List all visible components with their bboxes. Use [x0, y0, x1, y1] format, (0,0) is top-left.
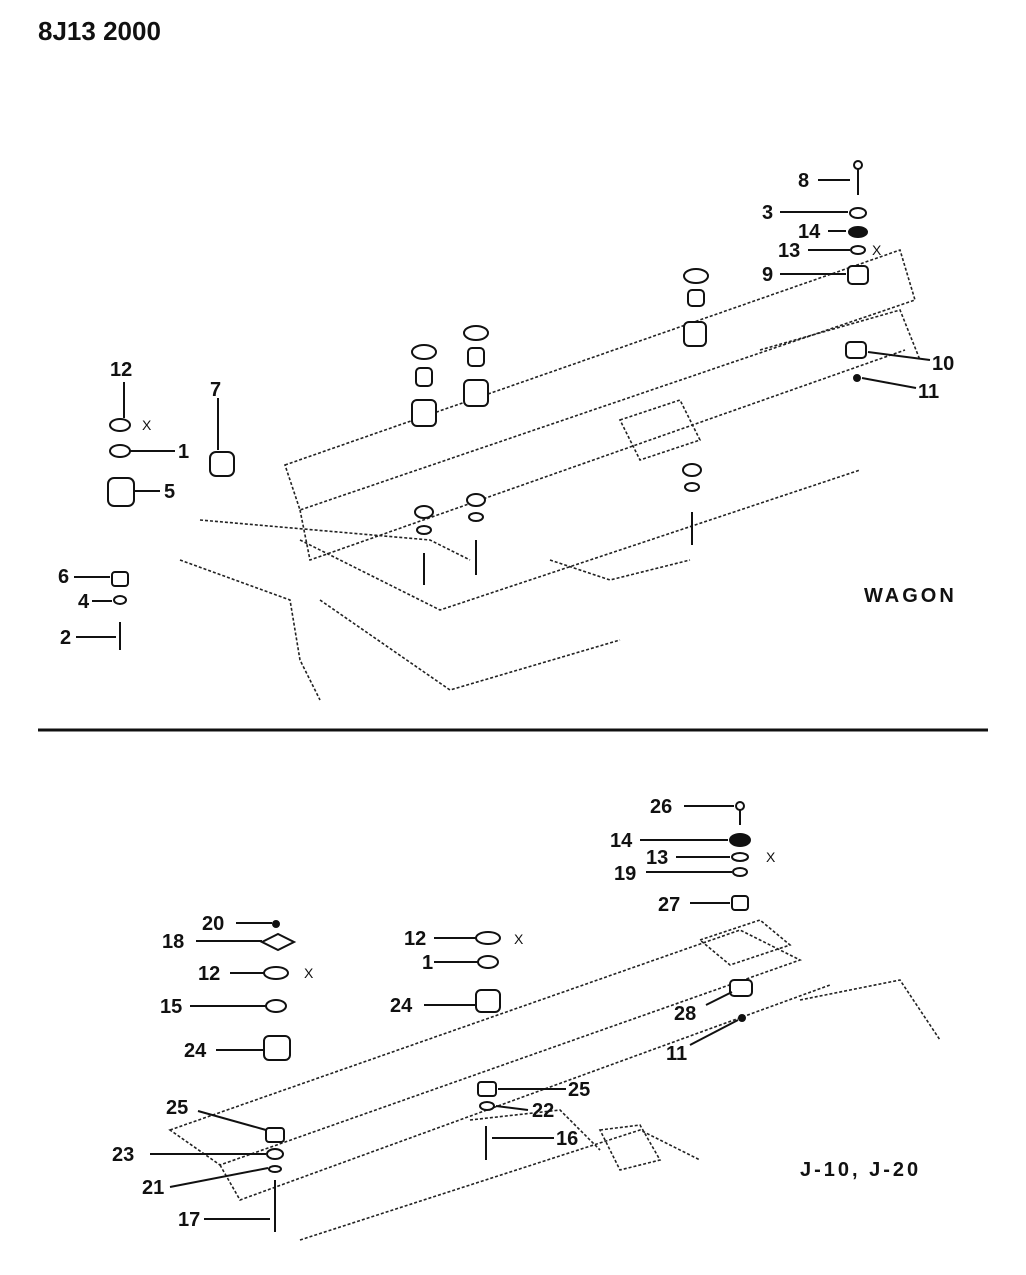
callout-1: 1 [422, 952, 433, 974]
callout-24: 24 [390, 995, 413, 1017]
note-x: X [514, 931, 524, 947]
wagon-frame-drawing [179, 248, 921, 701]
wagon-callouts: 8 3 14 13 X 9 10 11 12 X 7 1 5 6 4 2 [58, 170, 954, 649]
callout-9: 9 [762, 264, 773, 286]
callout-19: 19 [614, 863, 636, 885]
callout-15: 15 [160, 996, 182, 1018]
callout-6: 6 [58, 566, 69, 588]
callout-5: 5 [164, 481, 175, 503]
callout-13: 13 [646, 847, 668, 869]
callout-26: 26 [650, 796, 672, 818]
callout-12: 12 [110, 359, 132, 381]
callout-11: 11 [918, 381, 939, 403]
callout-14: 14 [798, 221, 821, 243]
callout-27: 27 [658, 894, 680, 916]
callout-10: 10 [932, 353, 954, 375]
wagon-mount-parts [107, 160, 869, 650]
callout-8: 8 [798, 170, 809, 192]
wagon-leaders [74, 179, 931, 638]
callout-12: 12 [198, 963, 220, 985]
j-series-frame-drawing [168, 919, 941, 1241]
callout-23: 23 [112, 1144, 134, 1166]
callout-18: 18 [162, 931, 184, 953]
callout-12: 12 [404, 928, 426, 950]
callout-13: 13 [778, 240, 800, 262]
callout-21: 21 [142, 1177, 164, 1199]
callout-28: 28 [674, 1003, 696, 1025]
callout-17: 17 [178, 1209, 200, 1231]
note-x: X [766, 849, 776, 865]
callout-25: 25 [166, 1097, 188, 1119]
note-x: X [872, 242, 882, 258]
callout-22: 22 [532, 1100, 554, 1122]
section-label-wagon: WAGON [864, 585, 957, 607]
callout-16: 16 [556, 1128, 578, 1150]
callout-2: 2 [60, 627, 71, 649]
callout-7: 7 [210, 379, 221, 401]
section-label-j-series: J-10, J-20 [800, 1159, 921, 1181]
j-series-leaders [150, 805, 739, 1220]
callout-20: 20 [202, 913, 224, 935]
callout-11: 11 [666, 1043, 687, 1065]
callout-25: 25 [568, 1079, 590, 1101]
document-code: 8J13 2000 [38, 16, 161, 46]
callout-14: 14 [610, 830, 633, 852]
callout-24: 24 [184, 1040, 207, 1062]
note-x: X [304, 965, 314, 981]
j-series-mount-parts [259, 801, 753, 1232]
callout-4: 4 [78, 591, 90, 613]
j-series-callouts: 26 14 13 X 19 27 28 11 20 18 12 X 15 24 … [112, 796, 776, 1231]
note-x: X [142, 417, 152, 433]
callout-3: 3 [762, 202, 773, 224]
callout-1: 1 [178, 441, 189, 463]
